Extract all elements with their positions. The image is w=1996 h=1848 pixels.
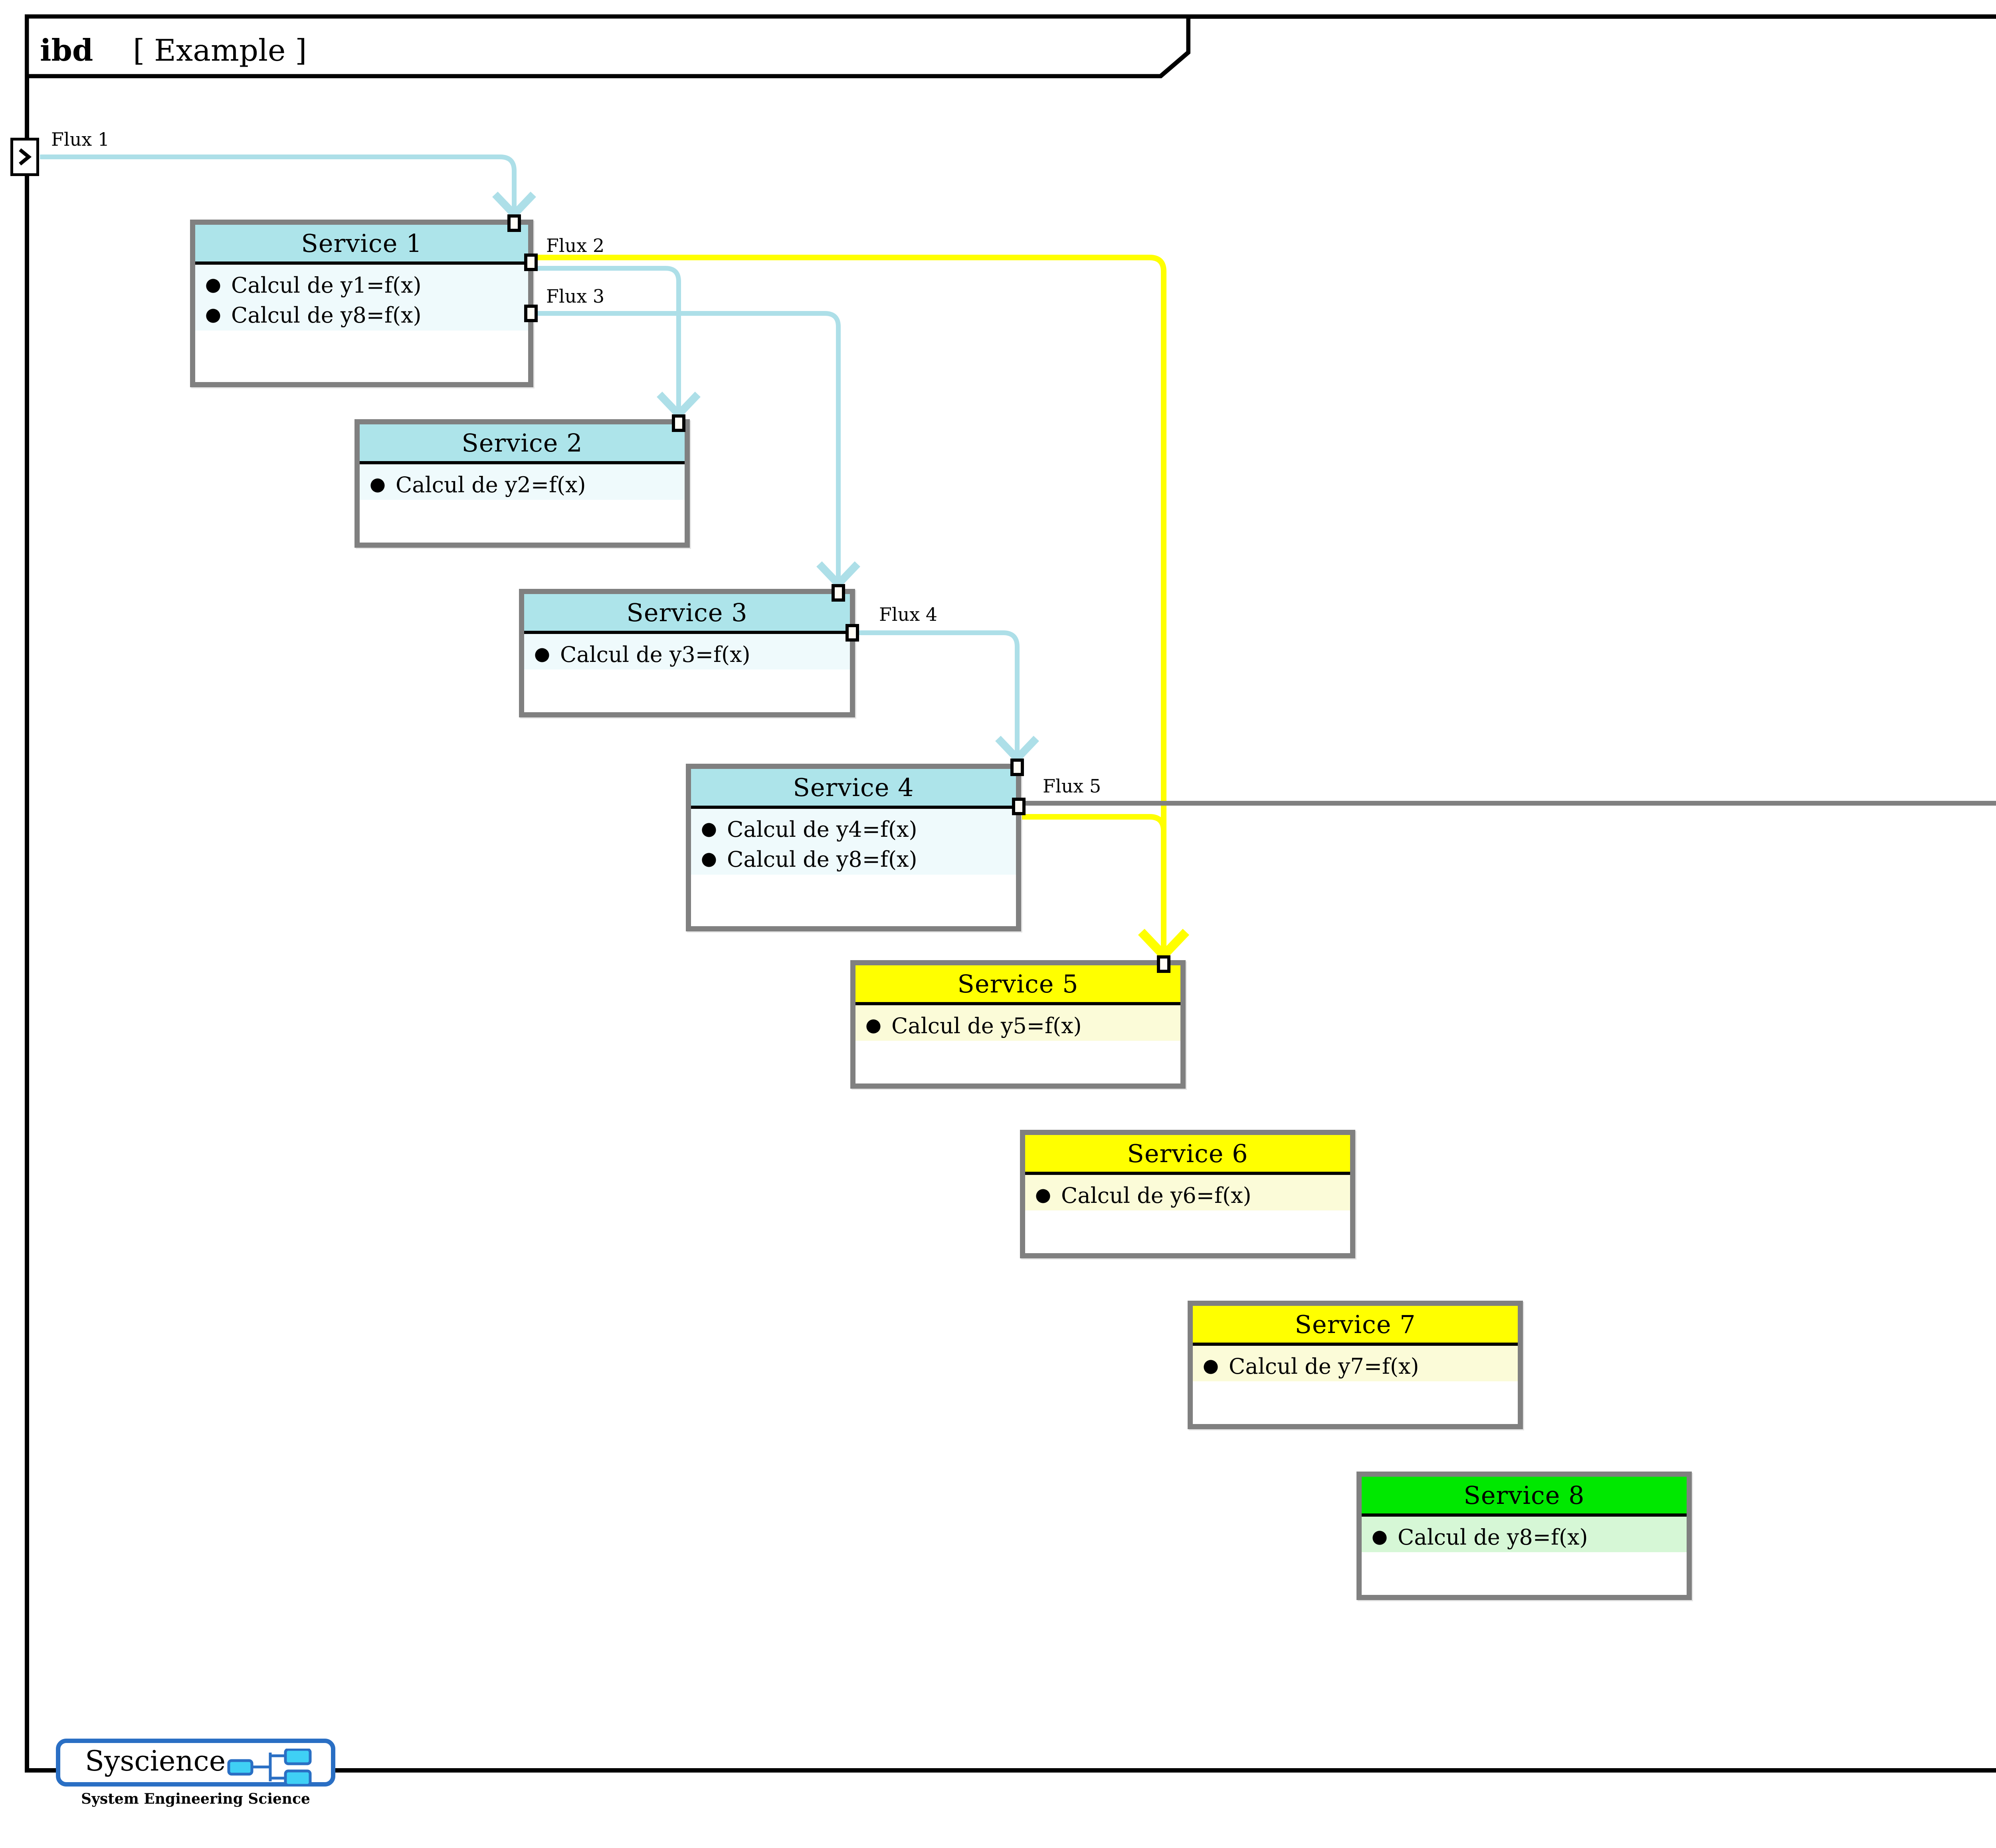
block-service2-title: Service 2	[461, 428, 583, 458]
port-service1-right[interactable]	[524, 254, 538, 271]
block-service6-header: Service 6	[1025, 1135, 1350, 1175]
block-service5-header: Service 5	[855, 965, 1180, 1005]
operation-item: ●Calcul de y8=f(x)	[195, 300, 528, 330]
block-service1-header: Service 1	[195, 225, 528, 265]
operation-item: ●Calcul de y4=f(x)	[691, 814, 1016, 844]
label-flux3: Flux 3	[546, 285, 605, 307]
logo-box: Syscience	[56, 1739, 335, 1787]
block-service3-title: Service 3	[626, 598, 748, 627]
label-flux5: Flux 5	[1043, 775, 1101, 797]
port-service5-top[interactable]	[1157, 955, 1170, 973]
label-flux1: Flux 1	[51, 129, 110, 150]
block-service5[interactable]: Service 5 ●Calcul de y5=f(x)	[850, 960, 1186, 1089]
block-service2-operations: ●Calcul de y2=f(x)	[360, 464, 685, 500]
block-service8-title: Service 8	[1463, 1480, 1585, 1510]
port-service2-top[interactable]	[672, 414, 685, 432]
block-service7-header: Service 7	[1193, 1306, 1518, 1346]
block-diagram-icon	[222, 1748, 322, 1787]
block-service4-title: Service 4	[793, 772, 914, 802]
frame-title: ibd [ Example ]	[40, 33, 307, 68]
block-service5-title: Service 5	[957, 969, 1079, 998]
left-flow-port[interactable]	[10, 138, 39, 176]
operation-item: ●Calcul de y8=f(x)	[1362, 1522, 1687, 1552]
block-service2-header: Service 2	[360, 424, 685, 464]
block-service8-header: Service 8	[1362, 1477, 1687, 1517]
block-service4-header: Service 4	[691, 769, 1016, 809]
block-service8[interactable]: Service 8 ●Calcul de y8=f(x)	[1356, 1472, 1692, 1600]
frame-title-keyword: ibd	[40, 33, 93, 68]
syscience-logo: Syscience System Engineering Science	[56, 1739, 335, 1807]
operation-item: ●Calcul de y5=f(x)	[855, 1011, 1180, 1041]
port-service4-right[interactable]	[1012, 798, 1026, 815]
logo-tagline: System Engineering Science	[81, 1791, 310, 1807]
bullet-icon: ●	[865, 1014, 882, 1036]
operation-item: ●Calcul de y7=f(x)	[1193, 1351, 1518, 1381]
port-service1-top[interactable]	[507, 214, 521, 232]
block-service4[interactable]: Service 4 ●Calcul de y4=f(x) ●Calcul de …	[686, 764, 1021, 931]
bullet-icon: ●	[701, 818, 717, 839]
port-service4-top[interactable]	[1010, 759, 1024, 776]
bullet-icon: ●	[534, 643, 550, 664]
bullet-icon: ●	[1035, 1184, 1051, 1205]
block-service7-operations: ●Calcul de y7=f(x)	[1193, 1346, 1518, 1382]
operation-item: ●Calcul de y8=f(x)	[691, 844, 1016, 874]
block-service1[interactable]: Service 1 ●Calcul de y1=f(x) ●Calcul de …	[190, 220, 533, 387]
frame-title-tab	[25, 14, 1190, 78]
label-flux4: Flux 4	[879, 604, 938, 625]
bullet-icon: ●	[369, 473, 386, 495]
bullet-icon: ●	[205, 303, 222, 325]
block-service4-operations: ●Calcul de y4=f(x) ●Calcul de y8=f(x)	[691, 809, 1016, 875]
bullet-icon: ●	[1371, 1525, 1388, 1547]
block-service3-header: Service 3	[524, 594, 850, 634]
bullet-icon: ●	[701, 848, 717, 870]
block-service7[interactable]: Service 7 ●Calcul de y7=f(x)	[1188, 1301, 1523, 1429]
operation-item: ●Calcul de y1=f(x)	[195, 270, 528, 300]
block-service8-operations: ●Calcul de y8=f(x)	[1362, 1517, 1687, 1553]
operation-item: ●Calcul de y2=f(x)	[360, 470, 685, 500]
block-service3-operations: ●Calcul de y3=f(x)	[524, 634, 850, 670]
port-service3-top[interactable]	[832, 584, 845, 602]
block-service1-title: Service 1	[301, 228, 422, 258]
block-service6[interactable]: Service 6 ●Calcul de y6=f(x)	[1020, 1130, 1355, 1258]
logo-wordmark: Syscience	[85, 1745, 226, 1777]
label-flux2: Flux 2	[546, 235, 605, 256]
block-service3[interactable]: Service 3 ●Calcul de y3=f(x)	[519, 589, 855, 717]
bullet-icon: ●	[205, 273, 222, 295]
frame-title-name: [ Example ]	[133, 33, 307, 68]
port-service3-right[interactable]	[846, 624, 859, 642]
block-service5-operations: ●Calcul de y5=f(x)	[855, 1005, 1180, 1041]
operation-item: ●Calcul de y6=f(x)	[1025, 1181, 1350, 1210]
operation-item: ●Calcul de y3=f(x)	[524, 640, 850, 669]
block-service6-operations: ●Calcul de y6=f(x)	[1025, 1175, 1350, 1211]
block-service6-title: Service 6	[1127, 1139, 1248, 1168]
block-service7-title: Service 7	[1295, 1309, 1416, 1339]
block-service1-operations: ●Calcul de y1=f(x) ●Calcul de y8=f(x)	[195, 265, 528, 331]
bullet-icon: ●	[1202, 1355, 1219, 1376]
block-service2[interactable]: Service 2 ●Calcul de y2=f(x)	[354, 419, 690, 548]
port-service1-right-2[interactable]	[524, 305, 538, 322]
